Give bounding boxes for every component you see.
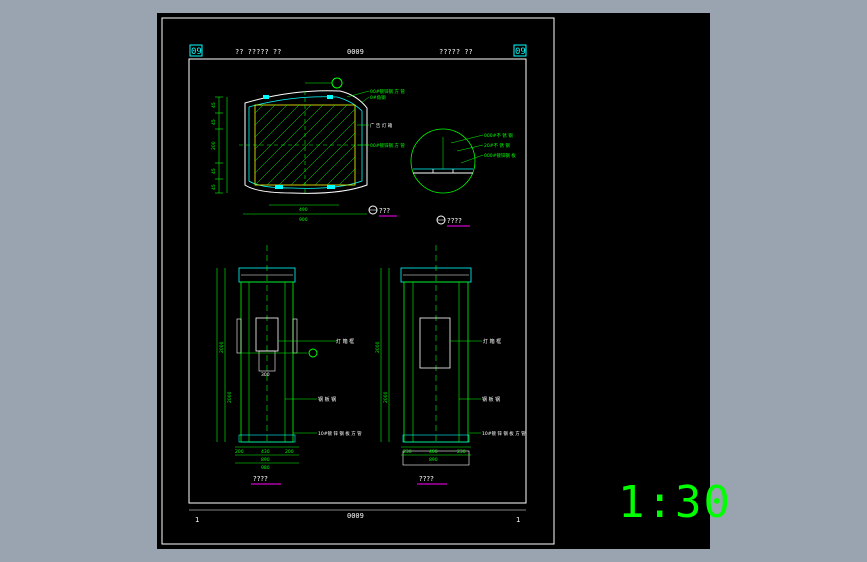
elevation-right: 2000 2000 灯 箱 框 钢 板 钢 10#镀 锌 钢 板 方 管 230… [375, 245, 526, 485]
elev-left-dim-b2: 430 [261, 449, 270, 455]
elev-left-label-3: 10#镀 锌 钢 板 方 管 [318, 430, 362, 437]
plan-note-1: 00#镀锌钢 方 管 [370, 88, 405, 95]
elev-right-dim-left-2: 2000 [383, 391, 389, 403]
header-center-text: 0009 [347, 48, 364, 56]
plan-dim-bottom-1: 490 [299, 207, 308, 213]
elev-left-title: ???? [253, 475, 268, 483]
plan-dim-left-3: 200 [211, 141, 217, 150]
detail-view: 000#不 锈 钢 20#不 锈 钢 000#镀锌钢 板 ???? [410, 128, 516, 227]
elevation-left: 2000 2000 灯 箱 框 钢 板 钢 10#镀 锌 钢 板 方 管 300… [216, 245, 362, 485]
plan-note-3: 广 告 灯 箱 [370, 122, 393, 129]
elev-left-dim-left-2: 2000 [227, 391, 233, 403]
plan-view: 45 45 200 45 45 490 900 00#镀锌钢 方 管 0#角钢 … [211, 77, 405, 223]
plan-note-2: 0#角钢 [370, 94, 386, 101]
plan-note-4: 00#镀锌钢 方 管 [370, 142, 405, 149]
elev-left-dim-b5: 980 [261, 465, 270, 471]
plan-title: ??? [379, 207, 390, 215]
detail-title: ???? [447, 217, 462, 225]
plan-dim-left-2: 45 [211, 119, 217, 125]
left-badge-box [189, 44, 203, 57]
detail-note-3: 000#镀锌钢 板 [484, 152, 516, 159]
cad-viewport[interactable]: 09 ?? ????? ?? 0009 ????? ?? 09 1 0009 1 [157, 13, 730, 549]
header-left-text: ?? ????? ?? [235, 48, 281, 56]
right-badge: 09 [515, 47, 526, 57]
plan-dim-left-1: 45 [211, 102, 217, 108]
elev-right-dim-b1: 230 [403, 449, 412, 455]
elev-left-dim-b1: 200 [235, 449, 244, 455]
elev-right-dim-left-1: 2000 [375, 341, 381, 353]
inner-border [188, 58, 527, 504]
right-badge-box [513, 44, 527, 57]
elev-right-dim-b4: 890 [429, 457, 438, 463]
left-badge: 09 [191, 47, 202, 57]
elev-left-label-2: 钢 板 钢 [318, 396, 336, 403]
header-right-text: ????? ?? [439, 48, 473, 56]
elev-right-dim-b3: 230 [457, 449, 466, 455]
elev-right-dim-b2: 400 [429, 449, 438, 455]
scale-label: 1:30 [618, 477, 732, 528]
outer-border [161, 17, 555, 545]
plan-dim-left-4: 45 [211, 168, 217, 174]
elev-left-label-1: 灯 箱 框 [336, 338, 354, 345]
elev-right-label-3: 10#镀 锌 钢 板 方 管 [482, 430, 526, 437]
detail-note-1: 000#不 锈 钢 [484, 132, 513, 139]
plan-dim-left-5: 45 [211, 184, 217, 190]
drawing-canvas: 09 ?? ????? ?? 0009 ????? ?? 09 1 0009 1 [161, 17, 555, 545]
footer-left-mark: 1 [195, 516, 199, 524]
footer-center-text: 0009 [347, 512, 364, 520]
detail-note-2: 20#不 锈 钢 [484, 142, 510, 149]
elev-right-label-1: 灯 箱 框 [483, 338, 501, 345]
elev-left-dim-b3: 200 [285, 449, 294, 455]
footer-right-mark: 1 [516, 516, 520, 524]
elev-right-title: ???? [419, 475, 434, 483]
plan-dim-bottom-2: 900 [299, 217, 308, 223]
elev-left-dim-b4: 890 [261, 457, 270, 463]
elev-left-dim-left-1: 2000 [219, 341, 225, 353]
elev-left-marker: 300 [261, 372, 270, 378]
elev-right-label-2: 钢 板 钢 [482, 396, 500, 403]
